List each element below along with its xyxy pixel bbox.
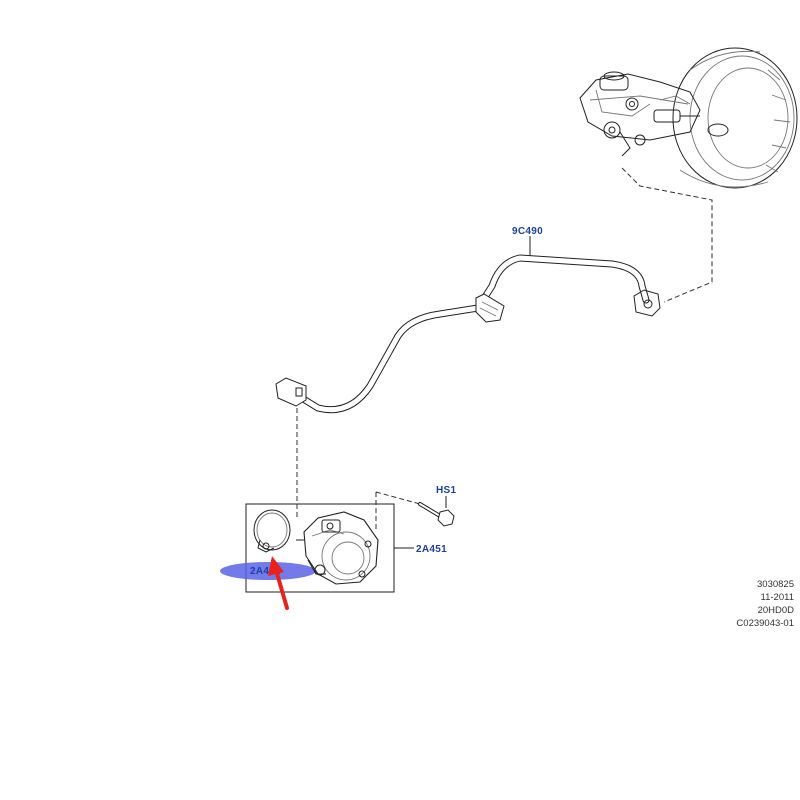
stamp-line-4: C0239043-01 <box>736 618 794 629</box>
callout-2a451: 2A451 <box>416 544 447 555</box>
bolt-icon <box>418 502 455 527</box>
stamp-line-1: 3030825 <box>757 579 794 590</box>
callout-9c490: 9C490 <box>512 226 543 237</box>
highlight-ellipse <box>220 562 316 580</box>
vacuum-hose-icon <box>275 254 661 414</box>
gasket-icon <box>253 509 291 553</box>
drawing-stamp: 3030825 11-2011 20HD0D C0239043-01 <box>736 578 794 630</box>
brake-booster-icon <box>579 47 798 189</box>
arrow-icon <box>268 556 289 610</box>
stamp-line-3: 20HD0D <box>757 605 794 616</box>
vacuum-pump-icon <box>296 511 379 585</box>
callout-hs1: HS1 <box>436 485 456 496</box>
stamp-line-2: 11-2011 <box>760 592 794 603</box>
callout-2a454: 2A454 <box>250 566 281 577</box>
leader-line-bolt <box>375 491 421 505</box>
leader-line-booster <box>621 167 713 303</box>
